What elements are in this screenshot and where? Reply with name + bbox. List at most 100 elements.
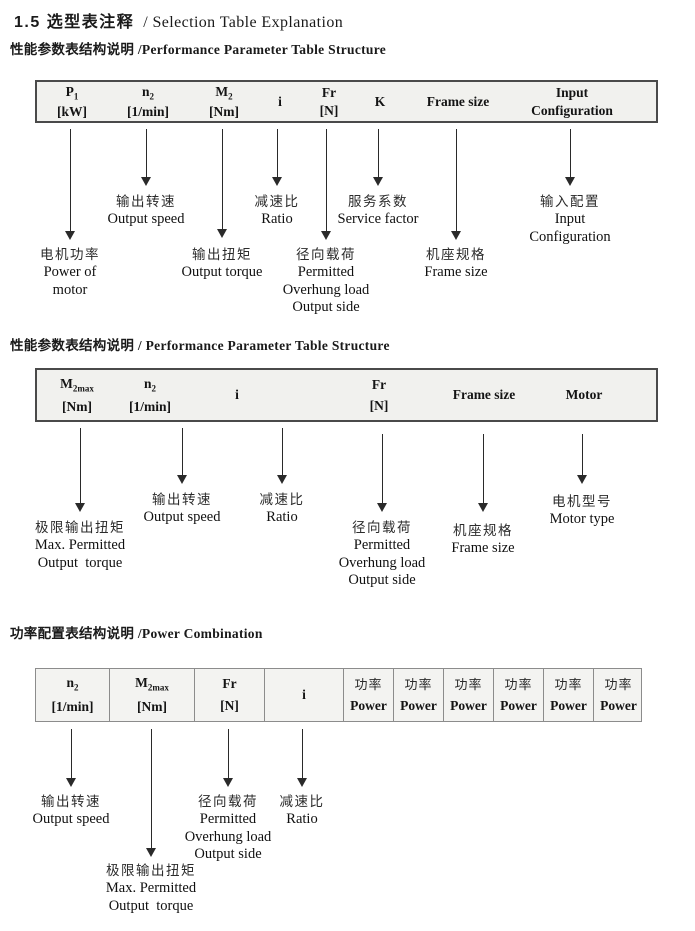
header-line-2: [1/min] — [51, 699, 94, 715]
callout-label-line: Ratio — [261, 211, 293, 227]
header-subscript: 2max — [147, 682, 169, 693]
header-line-1: n2 — [142, 85, 154, 102]
arrow-down-line — [221, 129, 223, 229]
arrow-down-line — [325, 129, 327, 231]
callout-label-line: Output speed — [143, 509, 221, 525]
header-line-2: [Nm] — [209, 103, 239, 119]
header-line-1: n2 — [66, 676, 78, 693]
header-symbol: Input — [555, 85, 589, 100]
callout-label-line: Max. Permitted — [105, 880, 197, 896]
column-header: M2max[Nm] — [38, 370, 116, 420]
header-symbol: P — [65, 83, 74, 99]
header-line-1: 功率 — [404, 678, 432, 691]
column-header: Fr [N] — [354, 370, 404, 420]
callout-label-line: 服务系数 — [347, 194, 408, 209]
header-line-2: [Nm] — [137, 699, 167, 715]
arrow-down-icon — [478, 503, 488, 512]
header-symbol: 功率 — [554, 676, 583, 692]
callout-label-line: 输入配置 — [539, 194, 600, 209]
arrow-down-icon — [177, 475, 187, 484]
callout-label-line: 减速比 — [279, 794, 325, 809]
header-line-1: 功率 — [504, 678, 532, 691]
arrow-down-icon — [565, 177, 575, 186]
header-line-2: [Nm] — [62, 398, 92, 414]
header-line-1: Fr — [222, 677, 236, 691]
header-line-2: Power — [600, 698, 637, 713]
column-header: Frame size — [429, 370, 539, 420]
header-line-2: Power — [550, 698, 587, 713]
callout-label-line: Output torque — [108, 897, 194, 914]
callout-label-line: Power of — [43, 264, 97, 280]
header-line-2: [1/min] — [129, 398, 171, 414]
arrow-down-icon — [297, 778, 307, 787]
callout-label-line: Permitted — [353, 537, 411, 553]
callout-label-line: Output side — [348, 572, 416, 588]
column-header: 功率 Power — [543, 669, 593, 721]
header-line-1: i — [302, 688, 306, 702]
column-header: M2max [Nm] — [109, 669, 194, 721]
header-line-1: i — [278, 95, 282, 109]
header-line-1: 功率 — [604, 678, 632, 691]
callout-label-line: Motor type — [549, 511, 615, 527]
arrow-down-line — [381, 434, 383, 503]
header-symbol: n — [66, 675, 74, 691]
header-symbol: n — [143, 375, 152, 391]
header-symbol: 功率 — [404, 676, 433, 692]
column-header: Fr[N] — [194, 669, 264, 721]
callout-label-line: 输出转速 — [115, 194, 176, 209]
header-line-2: Configuration — [531, 102, 613, 118]
column-header: i — [222, 370, 252, 420]
header-line-2: Power — [400, 698, 437, 713]
header-line-1: Motor — [566, 388, 603, 402]
header-line-1: n2 — [143, 375, 156, 394]
callout-label-line: Ratio — [266, 509, 298, 525]
callout-label-line: 输出转速 — [151, 492, 212, 507]
header-symbol: M — [135, 675, 148, 691]
arrow-down-icon — [65, 231, 75, 240]
header-subscript: 2max — [72, 383, 94, 394]
callout-label-line: 机座规格 — [453, 523, 513, 538]
header-symbol: Fr — [371, 376, 387, 392]
header-symbol: 功率 — [454, 676, 483, 692]
header-symbol: Motor — [565, 387, 603, 403]
arrow-down-line — [145, 129, 147, 177]
arrow-down-icon — [373, 177, 383, 186]
arrow-down-icon — [321, 231, 331, 240]
arrow-down-line — [69, 129, 71, 231]
page-title-en: / Selection Table Explanation — [143, 14, 344, 31]
callout-label-line: Permitted — [297, 264, 355, 280]
header-line-1: M2max — [135, 676, 169, 693]
callout-label-line: 径向载荷 — [351, 520, 412, 535]
callout-label-line: motor — [52, 281, 88, 298]
callout-label-line: 极限输出扭矩 — [35, 520, 125, 535]
callout-label-line: Overhung load — [282, 281, 370, 298]
column-header: n2 [1/min] — [36, 669, 109, 721]
header-symbol: Frame size — [426, 93, 490, 109]
arrow-down-icon — [277, 475, 287, 484]
callout-label-line: 极限输出扭矩 — [106, 863, 196, 878]
arrow-down-icon — [217, 229, 227, 238]
header-line-2: [N] — [369, 397, 389, 413]
arrow-down-line — [70, 729, 72, 778]
arrow-down-icon — [451, 231, 461, 240]
header-line-1: Frame size — [427, 95, 490, 109]
header-symbol: n — [141, 83, 150, 99]
column-header: K — [365, 82, 395, 121]
callout-label-line: Service factor — [337, 211, 419, 227]
column-header: i — [264, 669, 343, 721]
callout-label-line: Output torque — [37, 554, 123, 571]
